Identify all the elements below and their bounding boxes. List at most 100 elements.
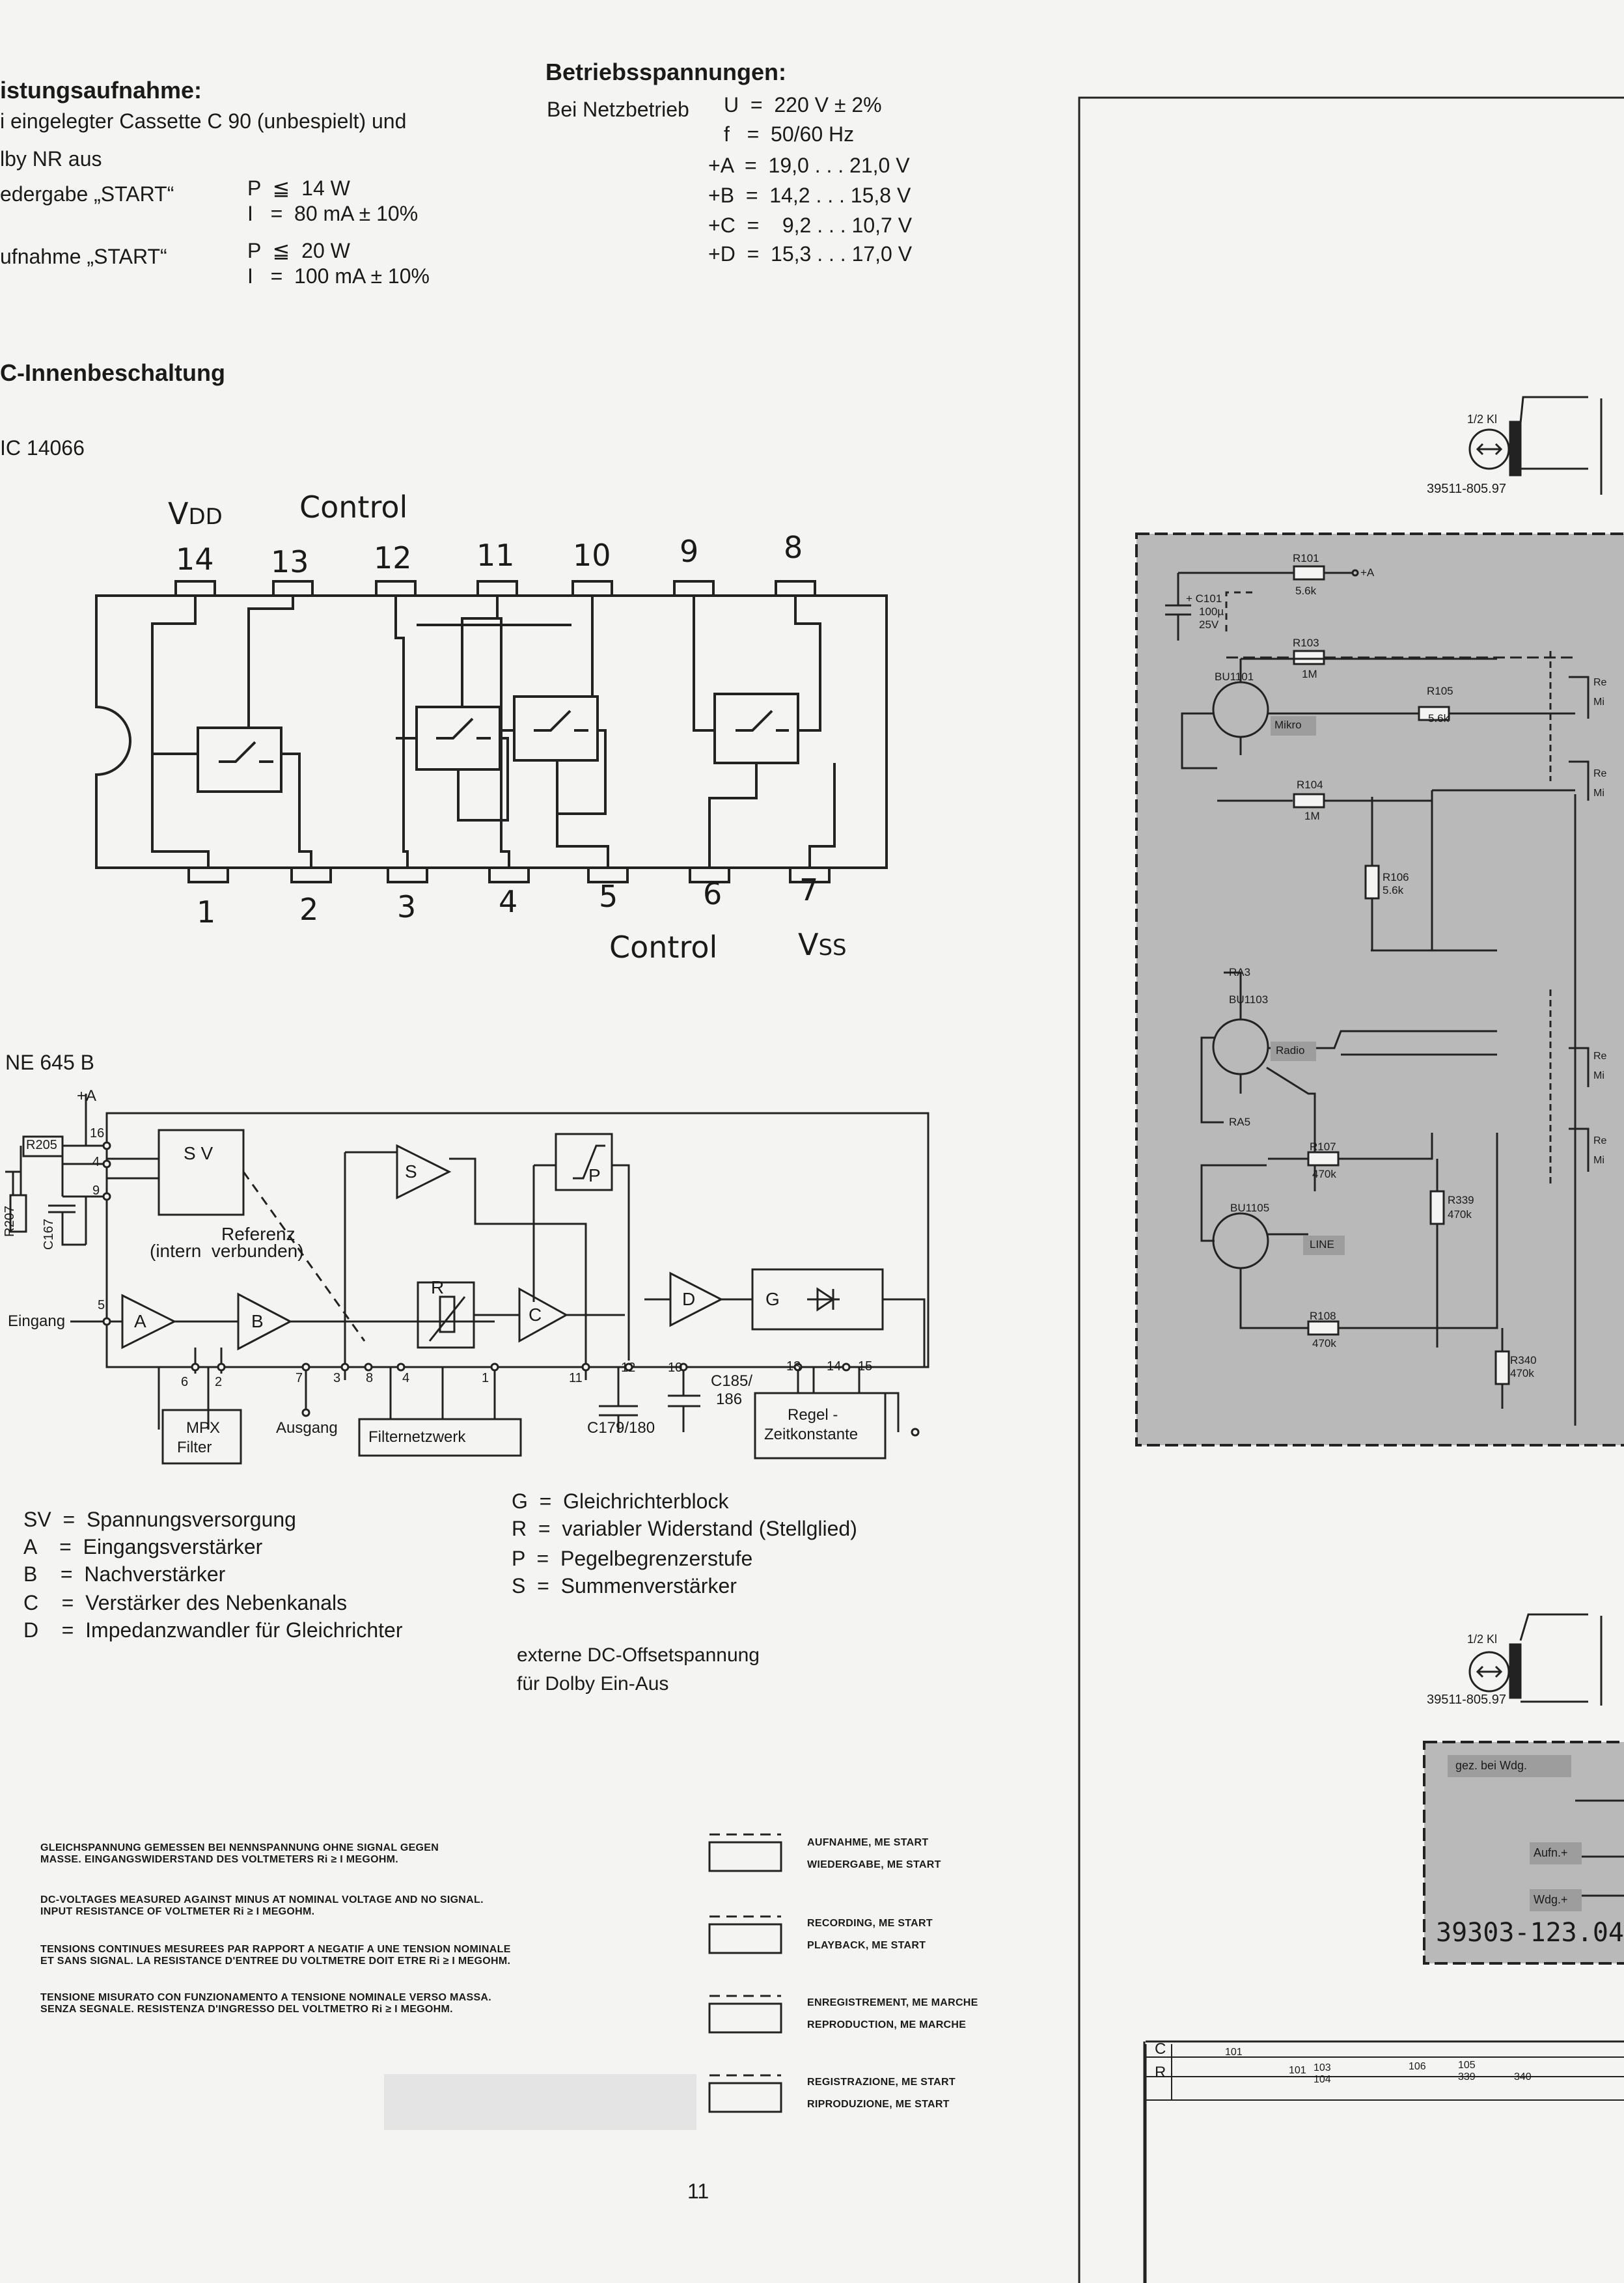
block-c: C: [529, 1305, 542, 1325]
legend-box-2b: PLAYBACK, ME START: [807, 1940, 926, 1951]
ne-pin: 15: [858, 1359, 873, 1374]
mpx-label: MPX: [186, 1419, 221, 1437]
r104-value: 1M: [1304, 810, 1320, 822]
ic-name: IC 14066: [0, 436, 85, 460]
part-number-2: 39511-805.97: [1427, 1693, 1506, 1707]
mikro-label: Mikro: [1274, 719, 1302, 731]
ic-pin-label: 7: [799, 872, 819, 907]
switch-re: Re: [1593, 768, 1607, 779]
block-a: A: [134, 1311, 146, 1331]
control-label-bottom: Control: [609, 930, 718, 965]
bu1101-label: BU1101: [1215, 671, 1254, 683]
ne-pin: 14: [827, 1359, 842, 1374]
legend-box-3a: ENREGISTREMENT, ME MARCHE: [807, 1997, 978, 2008]
ic-pin-label: 3: [397, 889, 417, 924]
voltage-b: +B = 14,2 . . . 15,8 V: [708, 184, 911, 207]
filter-label: Filter: [177, 1439, 212, 1456]
control-label-top: Control: [299, 490, 408, 525]
play-label: edergabe „START“: [0, 182, 174, 206]
table-r-cell: 106: [1409, 2061, 1426, 2072]
ne-pin: 7: [296, 1371, 303, 1385]
play-p: P ≦ 14 W: [247, 176, 350, 200]
r103-value: 1M: [1302, 668, 1317, 680]
note-it: TENSIONE MISURATO CON FUNZIONAMENTO A TE…: [40, 1992, 492, 2015]
c101-label: + C101: [1186, 592, 1222, 605]
table-r-cell: 340: [1514, 2071, 1532, 2082]
rec-label: ufnahme „START“: [0, 245, 167, 268]
c185-label: C185/: [711, 1372, 753, 1390]
switch-mi: Mi: [1593, 697, 1604, 708]
power-heading: istungsaufnahme:: [0, 77, 202, 104]
r107-label: R107: [1310, 1141, 1336, 1153]
ic-pin-label: 1: [197, 894, 216, 930]
ra3-label: RA3: [1229, 966, 1251, 978]
ic-pin-label: 9: [680, 534, 699, 569]
legend-box-2a: RECORDING, ME START: [807, 1918, 933, 1929]
table-row-r: R: [1155, 2064, 1166, 2081]
legend-s: S = Summenverstärker: [512, 1574, 737, 1598]
legend-p: P = Pegelbegrenzerstufe: [512, 1547, 753, 1570]
dc-offset-line1: externe DC-Offsetspannung: [517, 1644, 760, 1666]
legend-sv: SV = Spannungsversorgung: [23, 1508, 296, 1531]
plus-a-label: +A: [1360, 566, 1375, 579]
r105-value: 5.6k: [1428, 712, 1450, 725]
switch-mi: Mi: [1593, 1155, 1604, 1166]
table-r-cell: 105: [1458, 2060, 1476, 2071]
block-g: G: [765, 1289, 780, 1309]
block-d: D: [682, 1289, 696, 1309]
ne-pin: 4: [92, 1155, 100, 1169]
voltages-heading: Betriebsspannungen:: [545, 59, 787, 85]
r339-value: 470k: [1448, 1208, 1472, 1221]
switch-re: Re: [1593, 677, 1607, 688]
gez-label: gez. bei Wdg.: [1455, 1759, 1528, 1772]
switch-mi: Mi: [1593, 788, 1604, 799]
r106-value: 5.6k: [1383, 884, 1404, 896]
r340-value: 470k: [1510, 1367, 1534, 1379]
ausgang-label: Ausgang: [276, 1419, 338, 1437]
bu1103-label: BU1103: [1229, 993, 1269, 1006]
ic-pin-label: 2: [299, 892, 319, 927]
ic-pin-label: 11: [476, 538, 515, 573]
ne-pin: 9: [92, 1183, 100, 1198]
sv-block: S V: [184, 1143, 213, 1163]
r104-label: R104: [1297, 779, 1323, 791]
regel-label: Regel -: [788, 1406, 838, 1424]
netz-label: Bei Netzbetrieb: [547, 98, 689, 121]
r339-label: R339: [1448, 1194, 1474, 1206]
r101-value: 5.6k: [1295, 585, 1317, 597]
r108-value: 470k: [1312, 1337, 1336, 1349]
legend-d: D = Impedanzwandler für Gleichrichter: [23, 1618, 403, 1642]
r103-label: R103: [1293, 637, 1319, 649]
c101-value2: 25V: [1199, 618, 1219, 631]
voltage-u: U = 220 V ± 2%: [724, 93, 882, 117]
c186-label: 186: [716, 1391, 743, 1408]
ic-pin-label: 13: [271, 544, 309, 579]
ic-pin-label: 8: [784, 530, 803, 565]
ic-pin-label: 14: [176, 542, 214, 577]
part-number-1: 39511-805.97: [1427, 482, 1506, 496]
bu1105-label: BU1105: [1230, 1202, 1270, 1214]
ne-pin: 11: [569, 1371, 583, 1385]
ic-pin-label: 5: [599, 879, 618, 914]
r106-label: R106: [1383, 871, 1409, 883]
filternetzwerk-label: Filternetzwerk: [368, 1428, 466, 1446]
ic-heading: C-Innenbeschaltung: [0, 359, 226, 386]
ne-plus-a: +A: [77, 1087, 97, 1105]
ne-pin: 3: [333, 1371, 341, 1385]
legend-box-1b: WIEDERGABE, ME START: [807, 1859, 941, 1870]
ne-pin: 2: [215, 1375, 223, 1389]
ne645-name: NE 645 B: [5, 1051, 94, 1074]
page-number: 11: [687, 2179, 709, 2203]
switch-re: Re: [1593, 1135, 1607, 1146]
legend-c: C = Verstärker des Nebenkanals: [23, 1591, 348, 1614]
r205-label: R205: [26, 1138, 57, 1152]
legend-g: G = Gleichrichterblock: [512, 1489, 729, 1513]
k1-label: 1/2 Kl: [1467, 413, 1498, 426]
ne-pin: 8: [366, 1371, 374, 1385]
note-fr: TENSIONS CONTINUES MESUREES PAR RAPPORT …: [40, 1944, 511, 1967]
c179-label: C179/180: [587, 1419, 655, 1437]
vss-label: VSS: [798, 927, 847, 962]
rec-p: P ≦ 20 W: [247, 239, 350, 262]
radio-label: Radio: [1276, 1044, 1305, 1057]
